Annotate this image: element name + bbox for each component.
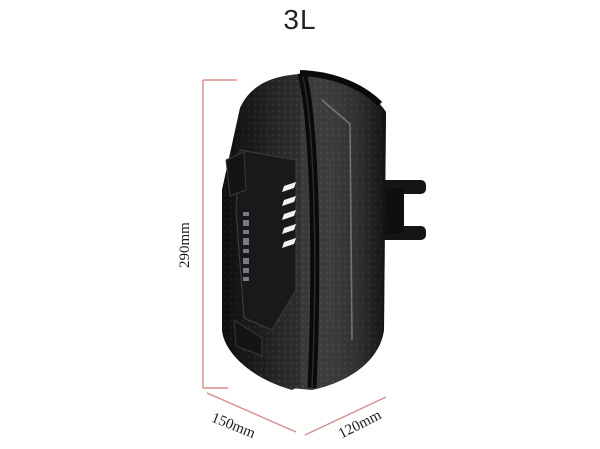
bag-body [222, 70, 386, 390]
mounting-strap [378, 180, 426, 240]
reflective-stripes [282, 182, 296, 248]
capacity-label: 3L [283, 4, 317, 35]
brand-lettering [243, 212, 249, 281]
height-dimension-label: 290mm [177, 222, 193, 268]
dimension-lines [202, 79, 387, 436]
